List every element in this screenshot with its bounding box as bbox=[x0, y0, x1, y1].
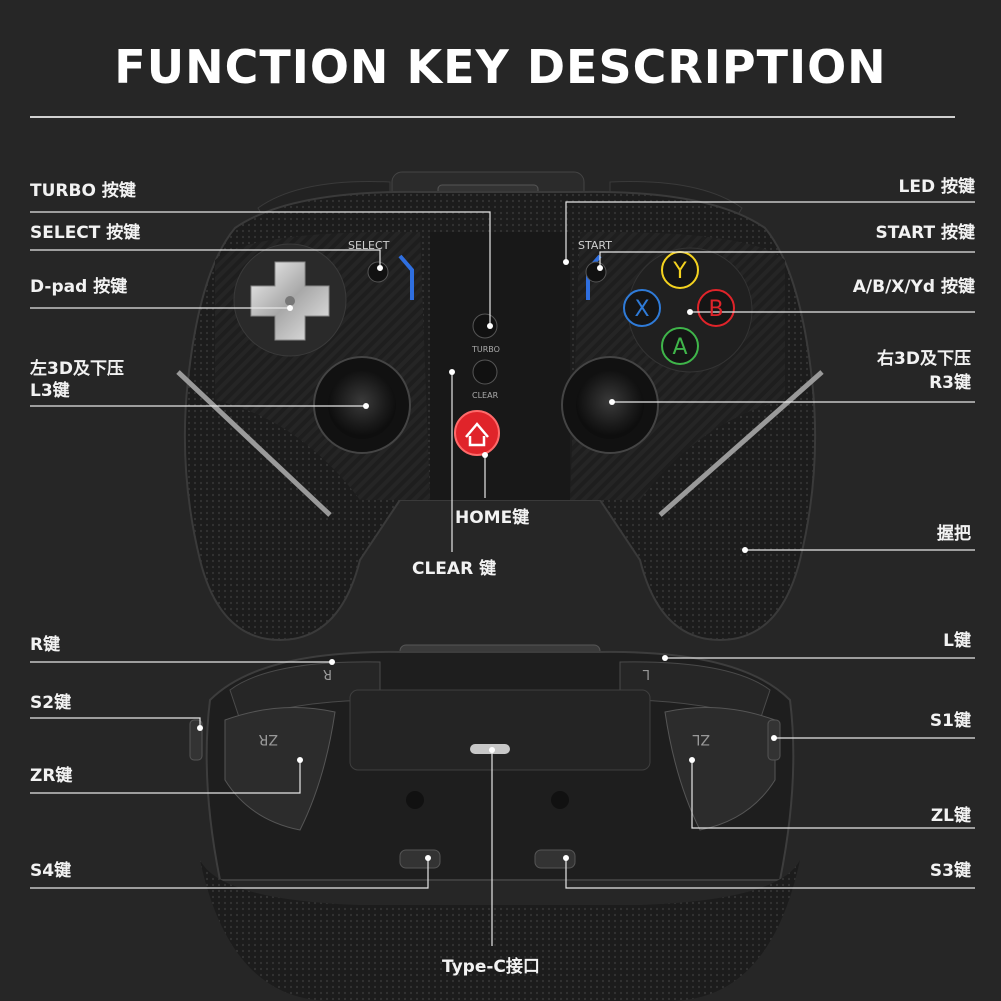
label-r3-line1: 右3D及下压 bbox=[877, 349, 971, 369]
label-l3-line1: 左3D及下压 bbox=[30, 359, 124, 379]
label-grip: 握把 bbox=[937, 524, 971, 544]
leader-lines bbox=[30, 201, 975, 946]
controller-back bbox=[189, 644, 800, 1001]
label-select: SELECT 按键 bbox=[30, 223, 141, 243]
label-s4: S4键 bbox=[30, 861, 72, 881]
leader-dots bbox=[197, 259, 777, 861]
label-dpad: D-pad 按键 bbox=[30, 277, 128, 297]
r-bumper-marking: R bbox=[323, 666, 332, 681]
zl-trigger-marking: ZL bbox=[692, 731, 710, 747]
label-home: HOME键 bbox=[455, 508, 530, 528]
b-button-letter: B bbox=[708, 297, 723, 322]
clear-marking: CLEAR bbox=[472, 391, 499, 400]
zr-trigger-marking: ZR bbox=[258, 731, 278, 747]
y-button-letter: Y bbox=[672, 259, 687, 284]
label-start: START 按键 bbox=[875, 223, 975, 243]
x-button-letter: X bbox=[634, 297, 649, 322]
label-abxy: A/B/X/Yd 按键 bbox=[852, 277, 975, 297]
label-turbo: TURBO 按键 bbox=[30, 181, 136, 201]
select-marking: SELECT bbox=[348, 239, 390, 252]
label-zl: ZL键 bbox=[930, 806, 971, 826]
label-led: LED 按键 bbox=[898, 177, 975, 197]
label-l-key: L键 bbox=[943, 631, 971, 651]
start-marking: START bbox=[578, 239, 612, 252]
label-s2: S2键 bbox=[30, 693, 72, 713]
label-s1: S1键 bbox=[929, 711, 971, 731]
turbo-marking: TURBO bbox=[471, 345, 500, 354]
device-markings: SELECT START TURBO CLEAR Y B X A R ZR L … bbox=[258, 239, 723, 747]
page-title: FUNCTION KEY DESCRIPTION bbox=[114, 40, 887, 94]
label-s3: S3键 bbox=[929, 861, 971, 881]
label-r-key: R键 bbox=[30, 635, 61, 655]
label-r3-line2: R3键 bbox=[929, 373, 971, 393]
label-clear: CLEAR 键 bbox=[412, 559, 497, 579]
label-zr: ZR键 bbox=[30, 766, 73, 786]
label-typec: Type-C接口 bbox=[442, 957, 540, 977]
l-bumper-marking: L bbox=[642, 666, 650, 681]
controller-front bbox=[176, 171, 824, 642]
label-l3-line2: L3键 bbox=[30, 381, 70, 401]
a-button-letter: A bbox=[672, 335, 687, 360]
